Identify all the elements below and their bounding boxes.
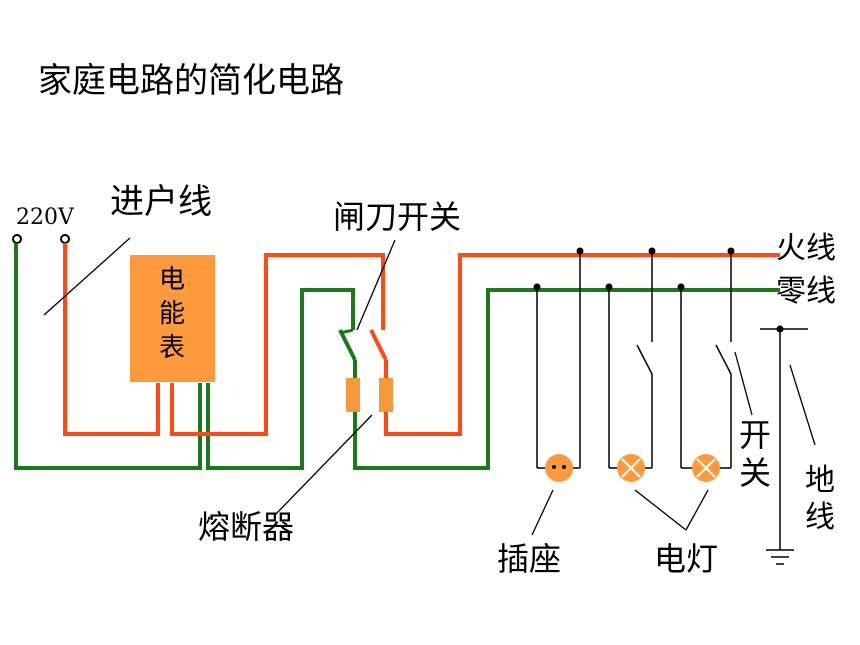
socket-pin bbox=[552, 465, 556, 469]
pointer-lamp2 bbox=[685, 489, 709, 531]
label-ground-1: 地 bbox=[805, 463, 835, 498]
voltage-label: 220V bbox=[16, 205, 75, 230]
lamp-icon bbox=[617, 454, 645, 482]
knife-switch-blade-neutral bbox=[338, 329, 357, 361]
neutral-wire-path bbox=[14, 243, 202, 470]
meter-label-2: 能 bbox=[159, 299, 185, 329]
terminal-right bbox=[60, 234, 70, 244]
lamp2-switch bbox=[715, 344, 732, 375]
junction-dot bbox=[677, 283, 685, 291]
junction-dot bbox=[776, 325, 784, 333]
socket-pin bbox=[562, 465, 566, 469]
pointer-socket bbox=[531, 489, 554, 536]
label-ground-2: 线 bbox=[805, 500, 835, 535]
live-wire-path bbox=[63, 243, 160, 436]
pointer-knife-switch bbox=[356, 239, 396, 331]
fuse-neutral bbox=[346, 378, 360, 412]
lamp-icon bbox=[692, 454, 720, 482]
ground-symbol-icon bbox=[766, 549, 794, 565]
pointer-service-line bbox=[43, 237, 131, 316]
knife-switch-blade-live bbox=[369, 329, 388, 361]
pointer-fuse bbox=[274, 414, 373, 516]
terminal-left bbox=[12, 234, 22, 244]
label-service-line: 进户线 bbox=[110, 182, 212, 222]
label-knife-switch: 闸刀开关 bbox=[333, 198, 461, 236]
electric-meter bbox=[130, 255, 215, 382]
pointer-ground bbox=[789, 364, 816, 446]
junction-dot bbox=[648, 247, 656, 255]
label-neutral-wire: 零线 bbox=[776, 274, 836, 309]
pointer-switch bbox=[734, 351, 753, 416]
lamp1-switch bbox=[636, 344, 653, 375]
meter-label-3: 表 bbox=[159, 333, 185, 363]
fuse-live bbox=[379, 378, 393, 412]
label-lamp: 电灯 bbox=[654, 540, 718, 578]
socket-icon bbox=[545, 454, 573, 482]
pointer-lamp1 bbox=[634, 489, 687, 531]
label-switch-2: 关 bbox=[739, 454, 771, 492]
neutral-wire-path-3 bbox=[353, 288, 780, 470]
label-socket: 插座 bbox=[497, 540, 561, 578]
page-title: 家庭电路的简化电路 bbox=[38, 61, 344, 101]
label-fuse: 熔断器 bbox=[198, 508, 294, 546]
junction-dot bbox=[727, 247, 735, 255]
junction-dot bbox=[605, 283, 613, 291]
label-live-wire: 火线 bbox=[776, 231, 836, 266]
junction-dot bbox=[533, 283, 541, 291]
live-wire-path-3 bbox=[384, 253, 780, 436]
label-switch-1: 开 bbox=[739, 416, 771, 454]
junction-dot bbox=[576, 247, 584, 255]
neutral-wire-path-2 bbox=[206, 288, 355, 470]
meter-label-1: 电 bbox=[159, 265, 185, 295]
